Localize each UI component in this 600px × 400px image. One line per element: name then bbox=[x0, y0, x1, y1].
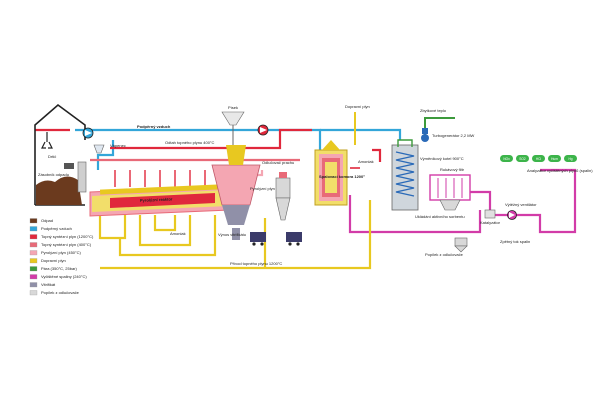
legend-swatch bbox=[29, 282, 38, 288]
label-pyrolgas: Pyrolýzní plyn bbox=[250, 186, 275, 191]
legend-swatch bbox=[29, 234, 38, 240]
legend-swatch bbox=[29, 218, 38, 224]
vitrifier bbox=[211, 145, 261, 240]
legend-swatch bbox=[29, 258, 38, 264]
label-gas1200: Přívod topného plynu 1200°C bbox=[230, 261, 282, 266]
ash-silo bbox=[454, 237, 468, 253]
legend-swatch bbox=[29, 250, 38, 256]
air-line-3 bbox=[320, 128, 402, 140]
label-analyzer: Analyzátor vyčištěných plynů (spalin) bbox=[527, 168, 593, 173]
label-steam: Zbytkové teplo bbox=[420, 108, 447, 113]
analyzer-pill: SO2 bbox=[516, 155, 529, 162]
crusher bbox=[64, 163, 74, 169]
label-ash: Popílek z odlučovače bbox=[425, 252, 464, 257]
label-tapper: Vápenec bbox=[110, 143, 126, 148]
label-boiler: Výměníkový kotel 900°C bbox=[420, 156, 464, 161]
legend-label: Pára (350°C, 25bar) bbox=[41, 266, 78, 271]
analyzer-pill: NOx bbox=[500, 155, 513, 162]
legend-label: Podpěrný vzduch bbox=[41, 226, 72, 231]
ash-cart-2 bbox=[286, 232, 302, 246]
legend-swatch bbox=[29, 290, 38, 296]
exhaust-fan-arrow bbox=[509, 212, 515, 218]
reactor-risers bbox=[114, 170, 206, 187]
analyzer-pill-label: HCl bbox=[536, 157, 542, 161]
limestone-hopper bbox=[93, 144, 105, 154]
analyzer-pills: NOx SO2 HCl Hum Hg bbox=[500, 155, 577, 162]
label-sand: Písek bbox=[228, 105, 238, 110]
label-dopant: Dopravní plyn bbox=[345, 104, 370, 109]
turbogenerator bbox=[421, 128, 429, 142]
label-grab: Drtič bbox=[48, 154, 56, 159]
label-feed: Podpěrný vzduch bbox=[137, 124, 171, 129]
label-bagfilter: Rukávový filtr bbox=[440, 167, 465, 172]
yellow-line-1 bbox=[98, 205, 127, 240]
ash-cart-1 bbox=[250, 232, 266, 246]
bag-filter bbox=[429, 174, 471, 211]
label-ammonia2: Amoniak bbox=[358, 159, 374, 164]
hot-gas-line bbox=[110, 128, 312, 150]
boiler bbox=[391, 139, 419, 211]
cyclone bbox=[275, 172, 291, 221]
legend-label: Popílek z odlučovače bbox=[41, 290, 80, 295]
yellow-line-2 bbox=[118, 215, 217, 257]
legend-label: Pyrolýzní plyn (450°C) bbox=[41, 250, 82, 255]
label-reactor: Pyrolýzní reaktor bbox=[140, 196, 173, 202]
label-catalyst: Katalyzátor bbox=[480, 220, 501, 225]
clean-gas-line bbox=[470, 190, 505, 217]
sand-funnel bbox=[221, 111, 245, 126]
legend-label: Vyčištěné spaliny (240°C) bbox=[41, 274, 87, 279]
label-fan: Výtěžný ventilátor bbox=[505, 202, 537, 207]
hotgas-fan-arrow bbox=[260, 127, 267, 133]
legend-label: Dopravní plyn bbox=[41, 258, 66, 263]
analyzer-pill: Hg bbox=[564, 155, 577, 162]
label-cyclone: Odlučovač prachu bbox=[262, 160, 294, 165]
feed-chute bbox=[77, 161, 87, 193]
clean-gas-line-2 bbox=[505, 168, 577, 234]
legend-swatch bbox=[29, 274, 38, 280]
pink-line-2 bbox=[348, 195, 482, 234]
label-turbo: Turbogenerátor 2,2 MW bbox=[432, 133, 475, 138]
label-heatout: Odtah topného plynu 400°C bbox=[165, 140, 215, 145]
analyzer-pill: Hum bbox=[548, 155, 561, 162]
legend-swatch bbox=[29, 226, 38, 232]
legend-label: Odpad bbox=[41, 218, 53, 223]
legend-label: Topný syntézní plyn (400°C) bbox=[41, 242, 92, 247]
waste-pile bbox=[36, 176, 82, 205]
analyzer-pill-label: NOx bbox=[503, 157, 510, 161]
label-bunker: Zásobník odpadu bbox=[38, 172, 69, 177]
analyzer-pill-label: Hum bbox=[551, 157, 558, 161]
yellow-line-4 bbox=[153, 215, 177, 232]
legend-swatch bbox=[29, 266, 38, 272]
crane-grab bbox=[41, 132, 53, 149]
label-stack: Zpětný tok spalin bbox=[500, 239, 530, 244]
label-combustor: Spalovací komora 1200° bbox=[319, 174, 365, 179]
catalyst-unit bbox=[484, 209, 496, 219]
hot-gas-line-2 bbox=[372, 148, 382, 162]
legend-swatch bbox=[29, 242, 38, 248]
label-ammonia: Amoniak bbox=[170, 231, 186, 236]
legend-label: Vitrifikát bbox=[41, 282, 56, 287]
label-sorbent: Ukládání aktivního sorbentu bbox=[415, 214, 465, 219]
yellow-line-3 bbox=[138, 215, 192, 247]
label-vitrifikat: Výnos vitrifikátu bbox=[218, 232, 246, 237]
legend-label: Topný syntézní plyn (1200°C) bbox=[41, 234, 94, 239]
analyzer-pill-label: SO2 bbox=[519, 157, 526, 161]
air-fan-arrow bbox=[85, 130, 92, 136]
analyzer-pill-label: Hg bbox=[568, 157, 572, 161]
pyrolysis-reactor bbox=[89, 184, 231, 217]
combustion-chamber bbox=[314, 140, 348, 206]
yellow-supply-line bbox=[100, 200, 372, 270]
analyzer-pill: HCl bbox=[532, 155, 545, 162]
